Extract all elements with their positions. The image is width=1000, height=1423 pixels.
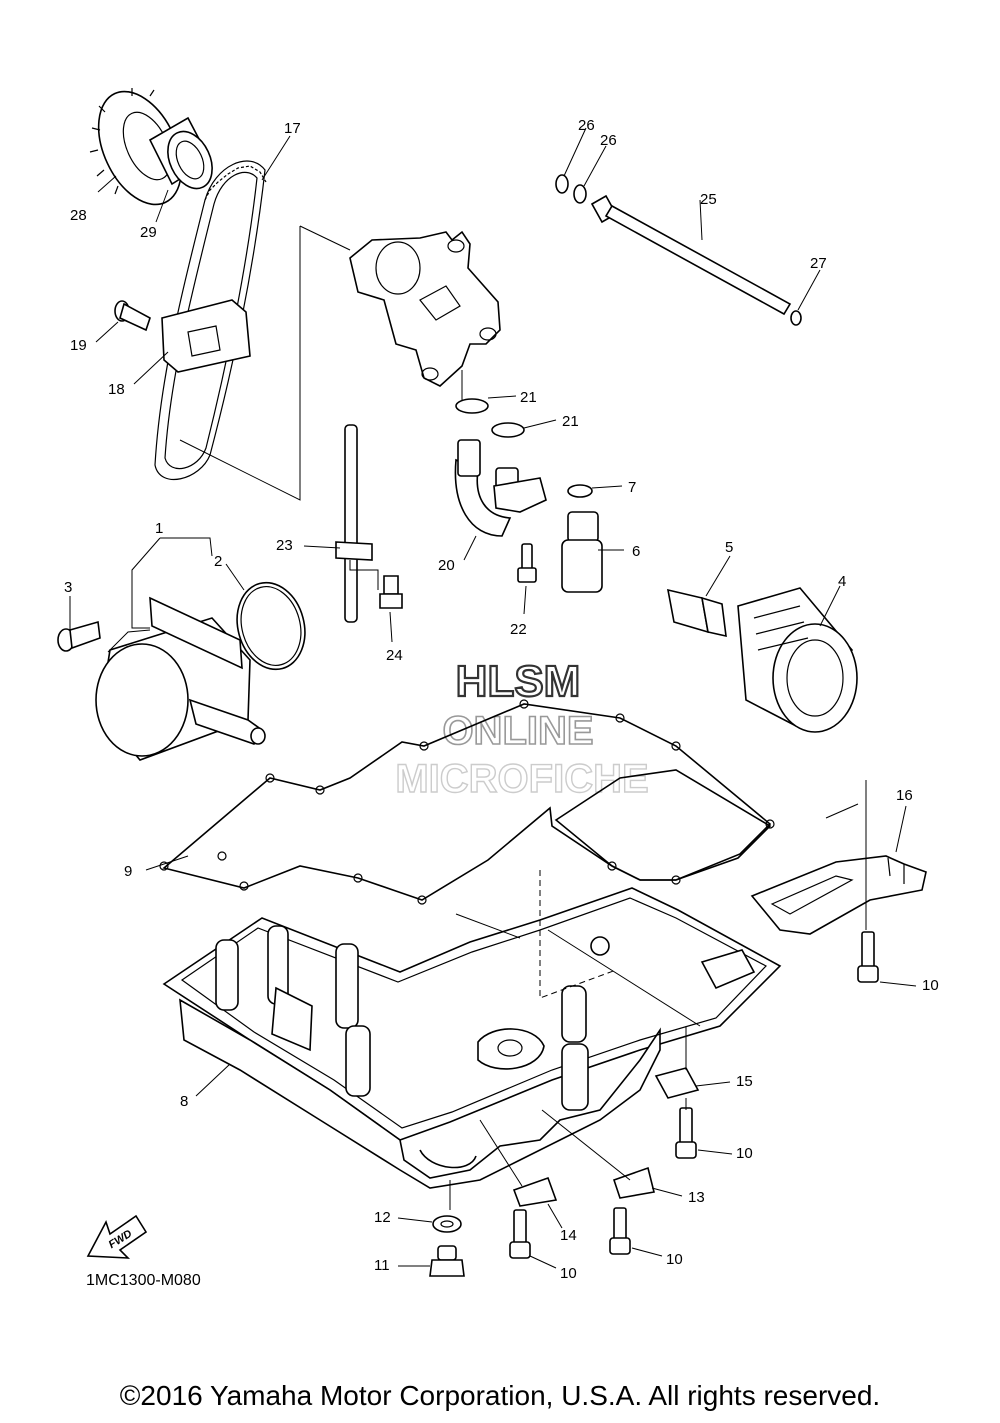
part-1-oil-cooler[interactable] xyxy=(95,596,266,761)
part-24-bolt[interactable] xyxy=(379,575,403,609)
part-26-o-ring-a[interactable] xyxy=(555,174,569,194)
part-6-relief-valve[interactable] xyxy=(561,511,603,593)
part-5-union-bolt[interactable] xyxy=(666,588,727,638)
callout-28[interactable]: 28 xyxy=(70,207,87,224)
callout-3[interactable]: 3 xyxy=(64,579,72,596)
callout-24[interactable]: 24 xyxy=(386,647,403,664)
copyright-notice: ©2016 Yamaha Motor Corporation, U.S.A. A… xyxy=(119,1380,881,1411)
part-12-washer[interactable] xyxy=(432,1215,462,1233)
callout-5[interactable]: 5 xyxy=(725,539,733,556)
callout-22[interactable]: 22 xyxy=(510,621,527,638)
part-16-bracket[interactable] xyxy=(750,855,927,935)
callout-15[interactable]: 15 xyxy=(736,1073,753,1090)
part-20-oil-pipe[interactable] xyxy=(454,439,547,537)
callout-13[interactable]: 13 xyxy=(688,1189,705,1206)
callout-26b[interactable]: 26 xyxy=(600,132,617,149)
callout-27[interactable]: 27 xyxy=(810,255,827,272)
part-21-o-ring-a[interactable] xyxy=(455,398,489,414)
part-10-bolt-a[interactable] xyxy=(857,931,879,983)
watermark: HLSM ONLINE MICROFICHE xyxy=(395,656,650,802)
part-8-oil-pan[interactable] xyxy=(162,887,782,1189)
callout-7[interactable]: 7 xyxy=(628,479,636,496)
part-10-bolt-b[interactable] xyxy=(675,1107,697,1159)
part-10-bolt-d[interactable] xyxy=(609,1207,631,1255)
part-7-o-ring[interactable] xyxy=(567,484,593,498)
callout-26a[interactable]: 26 xyxy=(578,117,595,134)
part-22-bolt[interactable] xyxy=(517,543,537,583)
callout-6[interactable]: 6 xyxy=(632,543,640,560)
callout-23[interactable]: 23 xyxy=(276,537,293,554)
part-4-oil-filter[interactable] xyxy=(737,587,858,733)
callout-12[interactable]: 12 xyxy=(374,1209,391,1226)
part-14-clip[interactable] xyxy=(512,1176,558,1207)
part-11-drain-plug[interactable] xyxy=(429,1245,465,1277)
part-2-o-ring[interactable] xyxy=(228,575,315,677)
part-29-bearing[interactable] xyxy=(148,116,221,196)
callout-21b[interactable]: 21 xyxy=(562,413,579,430)
part-9-gasket[interactable] xyxy=(159,699,775,905)
part-19-bolt[interactable] xyxy=(114,300,151,332)
callout-17[interactable]: 17 xyxy=(284,120,301,137)
leader-lines xyxy=(107,225,867,1210)
callout-10b[interactable]: 10 xyxy=(736,1145,753,1162)
part-25-shaft[interactable] xyxy=(590,194,792,316)
callout-1[interactable]: 1 xyxy=(155,520,163,537)
watermark-line2: ONLINE xyxy=(442,709,593,753)
callout-14[interactable]: 14 xyxy=(560,1227,577,1244)
part-15-clip[interactable] xyxy=(654,1067,700,1099)
callout-20[interactable]: 20 xyxy=(438,557,455,574)
part-23-tube[interactable] xyxy=(335,424,373,623)
callout-29[interactable]: 29 xyxy=(140,224,157,241)
callout-11[interactable]: 11 xyxy=(374,1257,390,1274)
part-21-o-ring-b[interactable] xyxy=(491,422,525,438)
callout-10c[interactable]: 10 xyxy=(560,1265,577,1282)
part-3-bolt[interactable] xyxy=(57,620,101,652)
reference-code: 1MC1300-M080 xyxy=(86,1272,201,1289)
watermark-line1: HLSM xyxy=(456,657,581,706)
callout-10d[interactable]: 10 xyxy=(666,1251,683,1268)
callout-16[interactable]: 16 xyxy=(896,787,913,804)
callout-9[interactable]: 9 xyxy=(124,863,132,880)
part-13-clip[interactable] xyxy=(612,1166,655,1199)
oil-pump-housing[interactable] xyxy=(349,230,501,387)
callout-10a[interactable]: 10 xyxy=(922,977,939,994)
callout-21a[interactable]: 21 xyxy=(520,389,537,406)
part-10-bolt-c[interactable] xyxy=(509,1209,531,1259)
part-18-chain-guide[interactable] xyxy=(161,299,251,373)
watermark-line3: MICROFICHE xyxy=(395,757,648,801)
callout-4[interactable]: 4 xyxy=(838,573,846,590)
gasket-bolt-holes xyxy=(159,699,775,905)
callout-8[interactable]: 8 xyxy=(180,1093,188,1110)
callout-18[interactable]: 18 xyxy=(108,381,125,398)
callout-25[interactable]: 25 xyxy=(700,191,717,208)
callout-2[interactable]: 2 xyxy=(214,553,222,570)
part-26-o-ring-b[interactable] xyxy=(573,184,587,204)
callouts: 28 29 17 19 18 26 26 25 27 21 21 7 6 20 … xyxy=(64,117,939,1282)
part-27-o-ring[interactable] xyxy=(790,310,802,326)
callout-19[interactable]: 19 xyxy=(70,337,87,354)
fwd-arrow-icon: FWD xyxy=(86,1214,148,1259)
